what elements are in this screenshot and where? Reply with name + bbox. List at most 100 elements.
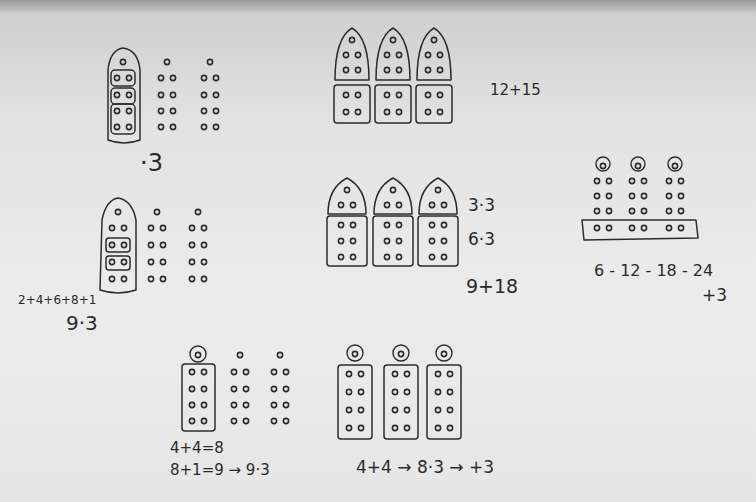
dot: [666, 193, 671, 198]
dot: [201, 402, 206, 407]
dot: [384, 67, 389, 72]
dot: [594, 193, 599, 198]
dot: [158, 124, 163, 129]
sum-note: 2+4+6+8+1: [18, 294, 96, 307]
dot: [201, 259, 206, 264]
dot: [392, 371, 397, 376]
loop: [427, 365, 461, 439]
dot: [666, 178, 671, 183]
dot: [148, 276, 153, 281]
product-note: 6·3: [468, 230, 495, 249]
dot: [355, 109, 360, 114]
dot: [195, 209, 200, 214]
loop: [582, 220, 698, 240]
dot: [346, 425, 351, 430]
dot: [189, 418, 194, 423]
dot: [629, 208, 634, 213]
dot: [678, 178, 683, 183]
dot: [158, 75, 163, 80]
dot: [678, 193, 683, 198]
dot: [271, 386, 276, 391]
dot: [160, 242, 165, 247]
loop: [338, 365, 372, 439]
dot: [435, 407, 440, 412]
dot: [447, 371, 452, 376]
dot: [678, 208, 683, 213]
dot: [243, 386, 248, 391]
loop: [373, 216, 413, 266]
dot: [606, 208, 611, 213]
dot: [441, 351, 446, 356]
dot: [425, 52, 430, 57]
dot: [195, 352, 200, 357]
dot: [396, 202, 401, 207]
dot: [158, 92, 163, 97]
dot: [441, 222, 446, 227]
dot: [666, 208, 671, 213]
dot: [343, 92, 348, 97]
dot: [629, 178, 634, 183]
dot: [435, 371, 440, 376]
dot: [384, 222, 389, 227]
dot: [392, 425, 397, 430]
dot: [678, 225, 683, 230]
dot: [114, 92, 119, 97]
dot: [396, 92, 401, 97]
dot: [384, 238, 389, 243]
dot: [115, 209, 120, 214]
dot: [271, 369, 276, 374]
dot: [594, 208, 599, 213]
dot: [349, 37, 354, 42]
dot: [213, 92, 218, 97]
dot: [396, 109, 401, 114]
dot: [201, 242, 206, 247]
dot: [271, 402, 276, 407]
dot: [346, 389, 351, 394]
product-note: 3·3: [468, 196, 495, 215]
dot: [437, 52, 442, 57]
dot: [384, 52, 389, 57]
dot: [435, 187, 440, 192]
loop: [106, 256, 130, 270]
dot: [207, 59, 212, 64]
dot: [109, 225, 114, 230]
dot: [283, 402, 288, 407]
loop: [376, 28, 410, 80]
dot: [435, 425, 440, 430]
dot: [243, 369, 248, 374]
loop: [100, 198, 136, 293]
dot: [338, 254, 343, 259]
dot: [120, 59, 125, 64]
dot: [346, 407, 351, 412]
loop: [106, 238, 130, 252]
loop: [190, 346, 206, 362]
dot: [189, 242, 194, 247]
dot: [114, 108, 119, 113]
dot: [231, 369, 236, 374]
dot: [429, 222, 434, 227]
dot: [148, 242, 153, 247]
dot: [231, 402, 236, 407]
dot: [160, 259, 165, 264]
dot: [352, 351, 357, 356]
product-note: 9·3: [66, 312, 98, 334]
dot: [672, 163, 677, 168]
dot: [126, 124, 131, 129]
dot: [121, 259, 126, 264]
dot: [384, 109, 389, 114]
dot: [404, 425, 409, 430]
dot: [635, 163, 640, 168]
dot: [343, 109, 348, 114]
loop: [384, 365, 418, 439]
dot: [392, 389, 397, 394]
dot: [170, 108, 175, 113]
dot: [114, 75, 119, 80]
dot: [121, 276, 126, 281]
dot: [425, 67, 430, 72]
dot: [666, 225, 671, 230]
loop: [182, 364, 215, 431]
dot: [338, 222, 343, 227]
dot: [641, 225, 646, 230]
dot: [346, 371, 351, 376]
